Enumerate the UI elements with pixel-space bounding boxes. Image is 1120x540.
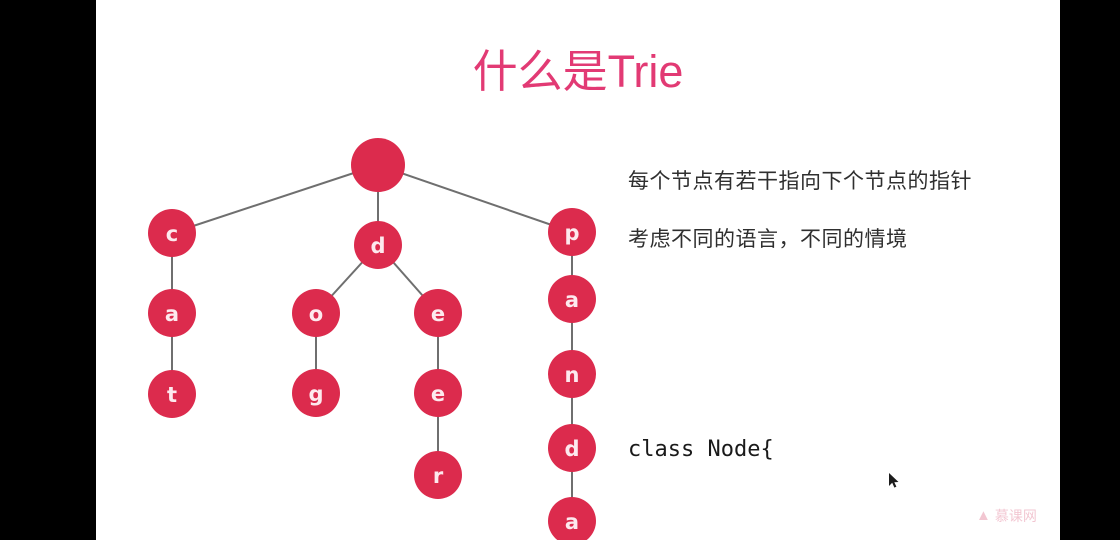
trie-node-circle <box>414 369 462 417</box>
trie-node: n <box>548 350 596 398</box>
trie-node-circle <box>548 208 596 256</box>
trie-node: a <box>148 289 196 337</box>
trie-node-label: p <box>564 221 579 245</box>
trie-node-label: c <box>166 222 178 246</box>
tree-edge <box>171 164 379 234</box>
trie-node-circle <box>148 289 196 337</box>
trie-node-label: t <box>167 383 177 407</box>
tree-nodes: c a t d o g e e r p a n d a <box>148 138 596 540</box>
imooc-logo-icon: ▲ <box>976 507 991 524</box>
tree-edge <box>377 164 573 233</box>
trie-node-circle <box>548 497 596 540</box>
trie-node-label: d <box>370 234 385 258</box>
trie-node: e <box>414 289 462 337</box>
mouse-pointer-icon <box>889 473 899 488</box>
trie-node-circle <box>148 209 196 257</box>
letterbox-right <box>1060 0 1120 540</box>
trie-node-circle <box>354 221 402 269</box>
watermark-label: 慕课网 <box>994 508 1037 524</box>
code-block: class Node{ char c; Map<char, Node> next… <box>628 340 959 540</box>
bullet-text-1: 每个节点有若干指向下个节点的指针 <box>628 170 972 193</box>
trie-node-circle <box>148 370 196 418</box>
trie-node: r <box>414 451 462 499</box>
trie-node-label: g <box>308 382 323 406</box>
trie-tree-diagram: c a t d o g e e r p a n d a <box>148 138 596 540</box>
trie-node-label: a <box>565 288 579 312</box>
watermark: ▲ 慕课网 <box>976 507 1037 525</box>
trie-node: c <box>148 209 196 257</box>
trie-node-circle <box>351 138 405 192</box>
trie-node: a <box>548 275 596 323</box>
letterbox-left <box>0 0 96 540</box>
trie-node: d <box>548 424 596 472</box>
trie-node-label: o <box>309 302 323 326</box>
trie-node-label: e <box>431 302 445 326</box>
trie-node: d <box>354 221 402 269</box>
trie-node: t <box>148 370 196 418</box>
page-title: 什么是Trie <box>472 46 684 97</box>
trie-node-circle <box>548 424 596 472</box>
trie-node: g <box>292 369 340 417</box>
trie-node: e <box>414 369 462 417</box>
tree-edges <box>171 164 573 521</box>
trie-node-circle <box>292 289 340 337</box>
trie-node-circle <box>548 350 596 398</box>
trie-node-circle <box>548 275 596 323</box>
trie-node-circle <box>414 289 462 337</box>
trie-node: a <box>548 497 596 540</box>
code-line: class Node{ <box>628 437 774 462</box>
trie-node-label: r <box>433 464 444 488</box>
trie-node-label: a <box>165 302 179 326</box>
trie-node-circle <box>414 451 462 499</box>
trie-node-circle <box>292 369 340 417</box>
trie-node-label: a <box>565 510 579 534</box>
bullet-text-2: 考虑不同的语言，不同的情境 <box>628 228 908 251</box>
trie-node: p <box>548 208 596 256</box>
trie-node <box>351 138 405 192</box>
trie-node: o <box>292 289 340 337</box>
trie-node-label: n <box>565 363 580 387</box>
trie-node-label: e <box>431 382 445 406</box>
trie-node-label: d <box>564 437 579 461</box>
